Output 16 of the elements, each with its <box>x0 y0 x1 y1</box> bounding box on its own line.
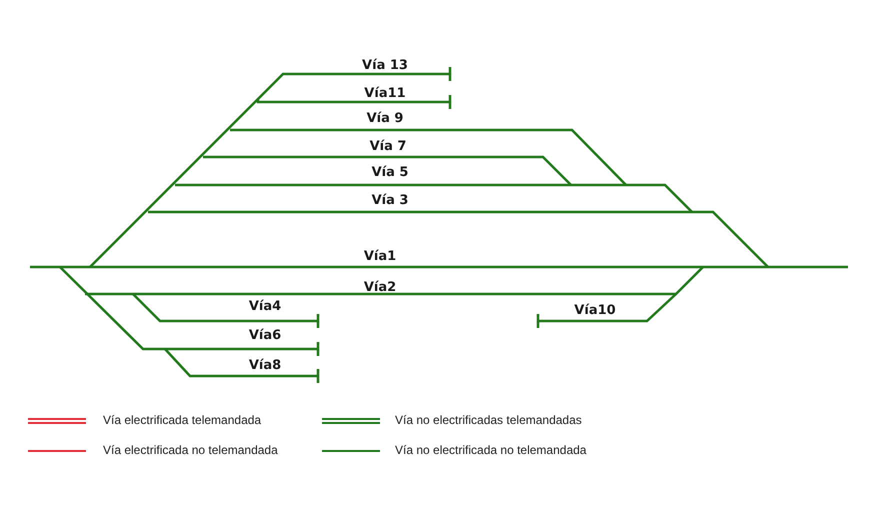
track-label: Vía 5 <box>372 165 408 180</box>
track-label: Vía2 <box>364 280 396 295</box>
legend-text: Vía no electrificada no telemandada <box>395 443 586 457</box>
track-label: Vía 9 <box>366 111 404 126</box>
track-label: Vía 7 <box>370 139 406 154</box>
track-label: Vía4 <box>248 299 282 314</box>
track-label: Vía10 <box>574 303 616 318</box>
track-label: Vía11 <box>364 86 406 101</box>
legend-text: Vía electrificada no telemandada <box>103 443 278 457</box>
track-label: Vía8 <box>248 358 282 373</box>
legend-text: Vía no electrificadas telemandadas <box>395 413 582 427</box>
track-label: Vía 13 <box>362 58 408 73</box>
track-label: Vía1 <box>364 249 396 264</box>
track-label: Vía6 <box>248 328 282 343</box>
legend-text: Vía electrificada telemandada <box>103 413 262 427</box>
track-label: Vía 3 <box>372 193 408 208</box>
